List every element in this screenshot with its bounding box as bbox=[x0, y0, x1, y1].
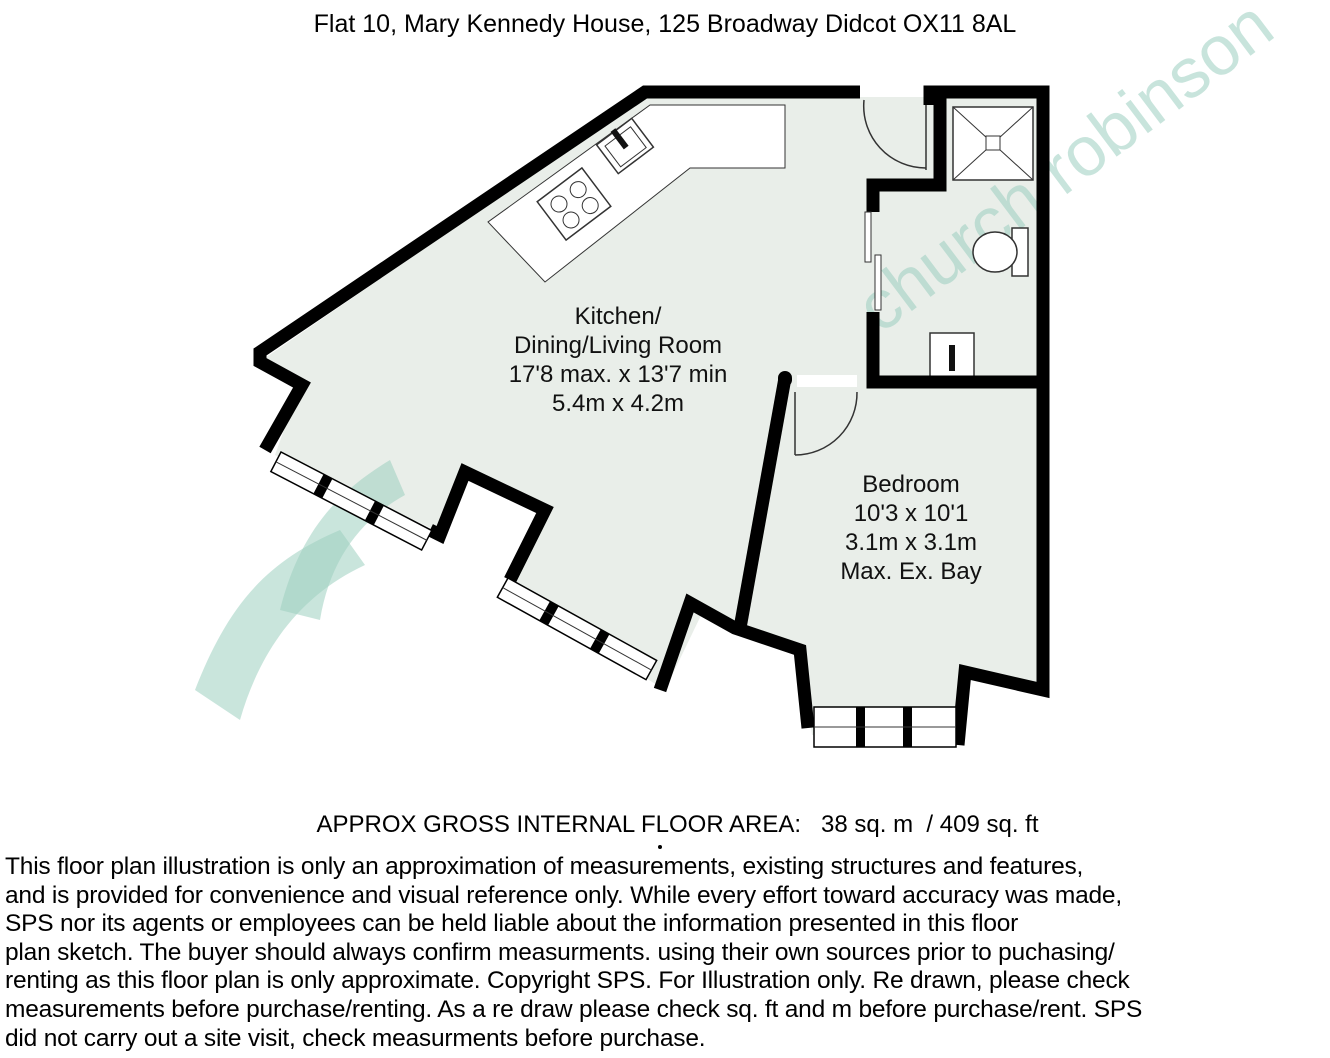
basin bbox=[929, 332, 975, 380]
disclaimer-line: This floor plan illustration is only an … bbox=[5, 853, 1084, 880]
shower-tray bbox=[952, 106, 1034, 181]
toilet bbox=[972, 227, 1029, 277]
floor-area bbox=[265, 97, 1043, 742]
living-room-size-imperial: 17'8 max. x 13'7 min bbox=[509, 361, 728, 388]
living-window-right bbox=[496, 576, 658, 681]
bathroom-sliding-door[interactable] bbox=[864, 211, 882, 311]
disclaimer: This floor plan illustration is only an … bbox=[5, 853, 1142, 1053]
dot-marker bbox=[658, 845, 662, 849]
living-window-left bbox=[269, 450, 433, 552]
kitchen-sink bbox=[595, 117, 655, 175]
entrance-door[interactable] bbox=[862, 99, 927, 170]
bedroom-size-metric: 3.1m x 3.1m bbox=[845, 529, 977, 556]
hob bbox=[536, 166, 612, 242]
floor-plan: church robinson bbox=[195, 0, 1287, 748]
bedroom-name: Bedroom bbox=[862, 471, 959, 498]
disclaimer-line: did not carry out a site visit, check me… bbox=[5, 1024, 706, 1052]
bedroom-size-imperial: 10'3 x 10'1 bbox=[854, 500, 969, 527]
bedroom-label: Bedroom 10'3 x 10'1 3.1m x 3.1m Max. Ex.… bbox=[840, 471, 981, 585]
bedroom-door[interactable] bbox=[794, 375, 858, 456]
disclaimer-line: renting as this floor plan is only appro… bbox=[5, 967, 1130, 995]
bedroom-note: Max. Ex. Bay bbox=[840, 558, 981, 585]
living-room-name-1: Kitchen/ bbox=[575, 303, 662, 330]
walls bbox=[253, 85, 1050, 746]
floor-area-summary: APPROX GROSS INTERNAL FLOOR AREA: 38 sq.… bbox=[316, 811, 1039, 838]
bedroom-window bbox=[813, 706, 957, 748]
disclaimer-line: SPS nor its agents or employees can be h… bbox=[5, 910, 1019, 938]
property-address-title: Flat 10, Mary Kennedy House, 125 Broadwa… bbox=[313, 10, 1017, 38]
disclaimer-line: and is provided for convenience and visu… bbox=[5, 881, 1122, 909]
living-room-label: Kitchen/ Dining/Living Room 17'8 max. x … bbox=[509, 303, 728, 417]
living-room-size-metric: 5.4m x 4.2m bbox=[552, 390, 684, 417]
kitchen-counter bbox=[487, 104, 786, 283]
living-room-name-2: Dining/Living Room bbox=[514, 332, 722, 359]
disclaimer-line: plan sketch. The buyer should always con… bbox=[5, 938, 1115, 966]
disclaimer-line: measurements before purchase/renting. As… bbox=[5, 995, 1143, 1023]
